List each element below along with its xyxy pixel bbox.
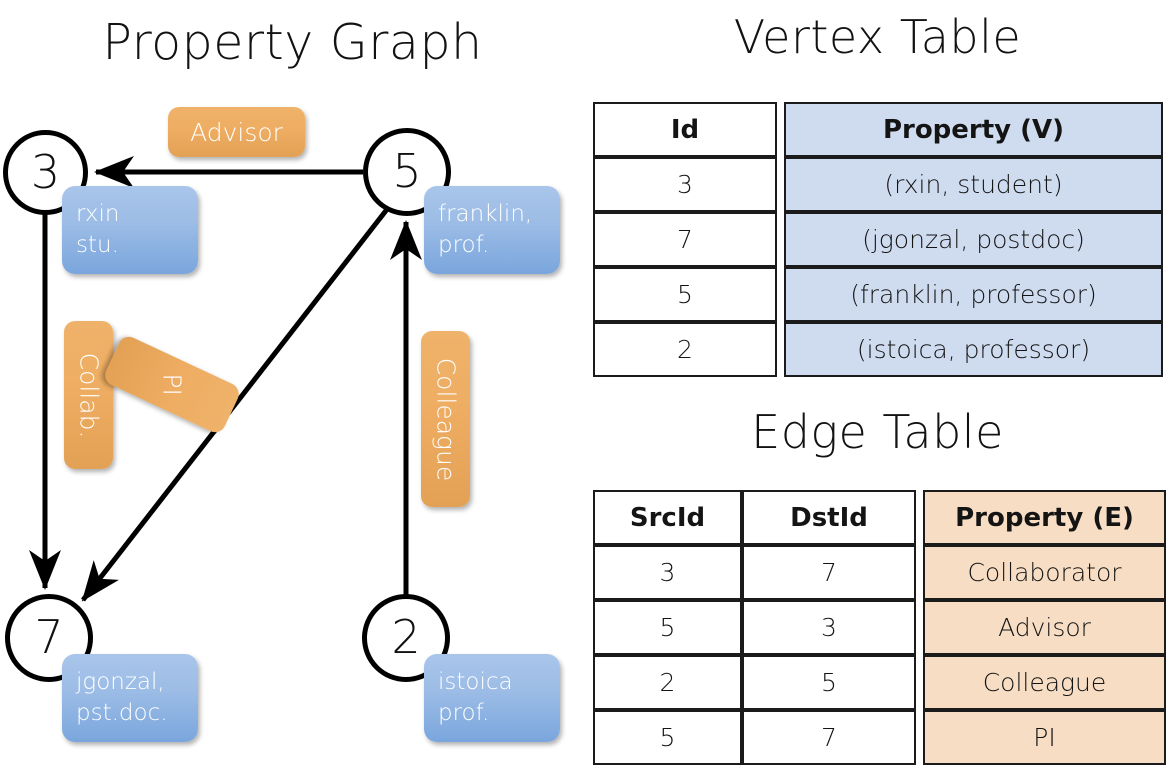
edge-table-row-1-property: Advisor [923, 600, 1166, 655]
edge-table-header-dstid: DstId [742, 490, 916, 545]
vertex-property-box-rxin[interactable]: rxin stu. [62, 186, 198, 274]
edge-table-row-3-src: 5 [593, 710, 742, 765]
edge-table-row-2-dst: 5 [742, 655, 916, 710]
edge-table-column-gap [916, 490, 923, 545]
vertex-property-franklin-line1: franklin, [438, 200, 533, 227]
vertex-property-franklin-line2: prof. [438, 232, 490, 258]
edge-label-advisor-text: Advisor [190, 117, 283, 147]
edge-table-column-gap [916, 600, 923, 655]
edge-label-collab[interactable]: Collab. [64, 321, 113, 469]
vertex-table-row-2-id: 5 [593, 267, 777, 322]
edge-label-pi-text: PI [157, 373, 187, 396]
vertex-table-row-2-property: (franklin, professor) [784, 267, 1163, 322]
vertex-table-row-0-id: 3 [593, 157, 777, 212]
vertex-table-row-3-property: (istoica, professor) [784, 322, 1163, 377]
graph-node-5-label: 5 [392, 144, 422, 198]
vertex-property-rxin-line1: rxin [76, 200, 120, 227]
edge-label-colleague[interactable]: Colleague [421, 331, 470, 507]
vertex-property-istoica-line2: prof. [438, 700, 490, 726]
edge-table-row-2-property: Colleague [923, 655, 1166, 710]
edge-label-advisor[interactable]: Advisor [168, 107, 305, 157]
page-title-vertex-table: Vertex Table [733, 10, 1022, 64]
vertex-table-row-1-property: (jgonzal, postdoc) [784, 212, 1163, 267]
graph-node-5[interactable]: 5 [363, 128, 451, 216]
edge-table-row-1-dst: 3 [742, 600, 916, 655]
vertex-property-box-franklin[interactable]: franklin, prof. [424, 186, 560, 274]
edge-table-header-srcid: SrcId [593, 490, 742, 545]
vertex-table-row-0-property: (rxin, student) [784, 157, 1163, 212]
graph-node-2-label: 2 [391, 610, 421, 664]
vertex-property-box-jgonzal[interactable]: jgonzal, pst.doc. [62, 654, 198, 742]
graph-node-2[interactable]: 2 [362, 594, 450, 682]
vertex-property-istoica-line1: istoica [438, 668, 513, 695]
edge-table-row-0-property: Collaborator [923, 545, 1166, 600]
vertex-table: Id Property (V) 3 (rxin, student) 7 (jgo… [593, 102, 1163, 377]
edge-table-column-gap [916, 710, 923, 765]
edge-table-row-1-src: 5 [593, 600, 742, 655]
edge-table-row-2-src: 2 [593, 655, 742, 710]
graph-node-7-label: 7 [34, 610, 64, 664]
edge-table-row-0-dst: 7 [742, 545, 916, 600]
edge-table-row-3-property: PI [923, 710, 1166, 765]
edge-table-header-property: Property (E) [923, 490, 1166, 545]
vertex-table-header-id: Id [593, 102, 777, 157]
graph-edge-arrows [29, 156, 422, 602]
vertex-table-column-gap [777, 157, 784, 212]
edge-table-column-gap [916, 545, 923, 600]
vertex-table-header-property: Property (V) [784, 102, 1163, 157]
vertex-table-column-gap [777, 212, 784, 267]
edge-label-colleague-text: Colleague [431, 357, 461, 481]
property-graph-diagram: 3 5 7 2 rxin stu. franklin, prof. jgonza… [0, 0, 585, 760]
vertex-property-rxin-line2: stu. [76, 232, 119, 258]
page-title-property-graph: Property Graph [102, 14, 483, 71]
vertex-table-row-3-id: 2 [593, 322, 777, 377]
edge-label-collab-text: Collab. [74, 352, 103, 438]
edge-table-row-3-dst: 7 [742, 710, 916, 765]
vertex-table-row-1-id: 7 [593, 212, 777, 267]
page-title-edge-table: Edge Table [751, 405, 1004, 459]
vertex-property-box-istoica[interactable]: istoica prof. [424, 654, 560, 742]
edge-table: SrcId DstId Property (E) 3 7 Collaborato… [593, 490, 1166, 765]
vertex-property-jgonzal-line1: jgonzal, [76, 668, 165, 695]
edge-table-column-gap [916, 655, 923, 710]
edge-5-to-7-pi [81, 206, 390, 602]
vertex-property-jgonzal-line2: pst.doc. [76, 700, 168, 726]
vertex-table-column-gap [777, 102, 784, 157]
edge-table-row-0-src: 3 [593, 545, 742, 600]
graph-node-3-label: 3 [30, 144, 61, 199]
vertex-table-column-gap [777, 267, 784, 322]
vertex-table-column-gap [777, 322, 784, 377]
